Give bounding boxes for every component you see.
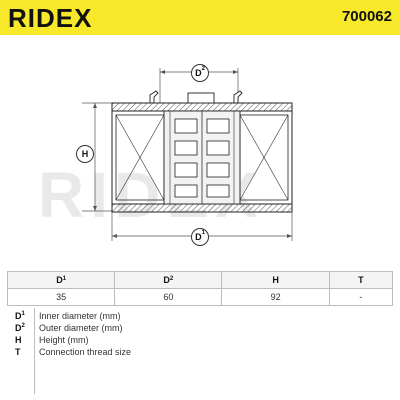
legend-description: Outer diameter (mm) <box>39 323 123 333</box>
legend-item: D1 Inner diameter (mm) <box>7 310 393 322</box>
legend-divider <box>34 308 35 394</box>
d1-label: D1 <box>191 228 209 246</box>
value-h: 92 <box>221 288 330 306</box>
table-header-d2: D2 <box>114 271 223 289</box>
legend-description: Connection thread size <box>39 347 132 357</box>
brand-logo: RIDEX <box>8 3 93 33</box>
h-dimension-line <box>82 102 112 212</box>
legend-item: T Connection thread size <box>7 346 393 358</box>
technical-drawing: RIDEX <box>0 35 400 267</box>
table-header-h: H <box>221 271 330 289</box>
value-d1: 35 <box>6 288 116 306</box>
table-header-t: T <box>328 271 394 289</box>
d2-label: D2 <box>191 64 209 82</box>
legend-description: Height (mm) <box>39 335 89 345</box>
legend-symbol: T <box>15 347 21 357</box>
header-bar: RIDEX 700062 <box>0 0 400 35</box>
h-label: H <box>76 145 94 163</box>
table-row: 35 60 92 - <box>6 288 394 306</box>
table-header-row: D1 D2 H T <box>6 271 394 289</box>
legend-symbol: D2 <box>15 323 25 333</box>
filter-element <box>111 90 293 213</box>
value-t: - <box>328 288 394 306</box>
specification-table: D1 D2 H T 35 60 92 - <box>6 271 394 306</box>
legend-symbol: D1 <box>15 311 25 321</box>
legend-symbol: H <box>15 335 22 345</box>
legend-item: D2 Outer diameter (mm) <box>7 322 393 334</box>
table-header-d1: D1 <box>6 271 116 289</box>
legend-item: H Height (mm) <box>7 334 393 346</box>
filter-drawing-svg <box>82 68 293 241</box>
legend-description: Inner diameter (mm) <box>39 311 121 321</box>
dimension-legend: D1 Inner diameter (mm) D2 Outer diameter… <box>7 308 393 394</box>
part-number: 700062 <box>341 8 392 25</box>
value-d2: 60 <box>114 288 223 306</box>
